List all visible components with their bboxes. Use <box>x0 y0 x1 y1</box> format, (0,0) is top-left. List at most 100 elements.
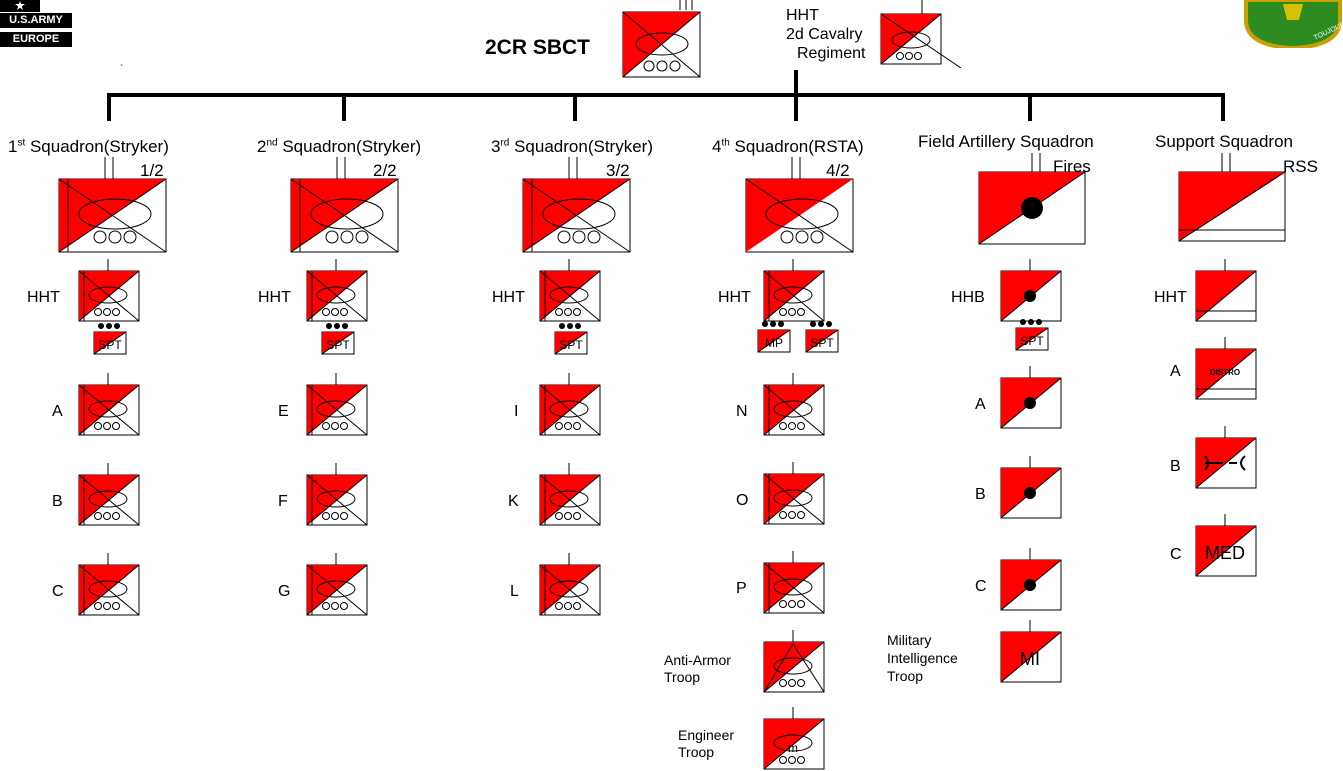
sq1-company-2-symbol <box>78 463 140 526</box>
squadron-3-designation: 3/2 <box>606 161 630 180</box>
svg-text:SPT: SPT <box>326 338 350 352</box>
squadron-3-symbol <box>522 157 631 253</box>
regiment-hq-label: HHT 2d Cavalry Regiment <box>786 7 866 62</box>
fires-designation: Fires <box>1053 157 1091 176</box>
svg-text:SPT: SPT <box>559 338 583 352</box>
svg-text:SPT: SPT <box>1020 334 1044 348</box>
engineer-troop-symbol: m <box>763 707 825 770</box>
sq2-label-g: G <box>278 583 291 600</box>
unit-crest-icon: TOUJOURS PRET <box>1244 0 1343 48</box>
sq2-company-1-symbol <box>306 373 368 436</box>
sq2-label-hht: HHT <box>258 289 291 306</box>
fires-squadron-symbol <box>978 153 1086 245</box>
logo-line-1: U.S.ARMY <box>0 13 72 28</box>
fa-label-c: C <box>975 578 987 595</box>
fa-spt-symbol: SPT <box>1015 319 1049 351</box>
sq3-label-hht: HHT <box>492 289 525 306</box>
sq4-label-o: O <box>736 492 749 509</box>
squadron-1-title: 1st Squadron(Stryker) <box>8 137 169 156</box>
brigade-hq-symbol <box>622 0 701 78</box>
svg-text:m: m <box>788 741 798 755</box>
squadron-4-designation: 4/2 <box>826 161 850 180</box>
anti-armor-troop-symbol <box>763 630 825 693</box>
logo-line-2: EUROPE <box>0 32 72 47</box>
sq1-label-c: C <box>52 583 64 600</box>
regiment-hht-symbol <box>880 0 962 68</box>
sq4-label-n: N <box>736 403 748 420</box>
sq3-spt-symbol: SPT <box>554 323 588 355</box>
sq3-hht-symbol <box>539 259 601 322</box>
rss-designation: RSS <box>1283 157 1318 176</box>
svg-text:MED: MED <box>1205 543 1245 563</box>
sq3-label-l: L <box>510 583 519 600</box>
fires-squadron-title: Field Artillery Squadron <box>918 132 1094 151</box>
rss-b-maintenance-symbol <box>1195 426 1257 489</box>
squadron-1-symbol <box>58 157 167 253</box>
sq1-company-3-symbol <box>78 553 140 616</box>
fa-battery-c-symbol <box>1000 548 1062 611</box>
org-connector-lines: ` <box>107 63 1225 121</box>
star-emblem-icon <box>0 0 40 12</box>
squadron-4-symbol <box>745 157 854 253</box>
sq4-troop-o-symbol <box>763 462 825 525</box>
svg-text:MP: MP <box>765 336 783 350</box>
rss-label-a: A <box>1170 363 1181 380</box>
sq1-label-hht: HHT <box>27 289 60 306</box>
support-squadron-title: Support Squadron <box>1155 132 1293 151</box>
sq2-company-3-symbol <box>306 553 368 616</box>
sq2-spt-symbol: SPT <box>321 323 355 355</box>
sq2-label-f: F <box>278 493 288 510</box>
sq1-label-b: B <box>52 493 63 510</box>
fa-label-b: B <box>975 486 986 503</box>
rss-hht-symbol <box>1195 259 1257 322</box>
sq4-hht-symbol <box>763 259 825 322</box>
sq2-label-e: E <box>278 403 289 420</box>
fa-hhb-symbol <box>1000 259 1062 322</box>
fa-label-a: A <box>975 396 986 413</box>
support-squadron-symbol <box>1178 153 1286 242</box>
fa-battery-a-symbol <box>1000 366 1062 429</box>
fa-label-hhb: HHB <box>951 289 985 306</box>
squadron-3-title: 3rd Squadron(Stryker) <box>491 137 653 156</box>
sq2-hht-symbol <box>306 259 368 322</box>
rss-label-hht: HHT <box>1154 289 1187 306</box>
sq4-troop-p-symbol <box>763 551 825 614</box>
sq3-label-k: K <box>508 493 519 510</box>
sq1-label-a: A <box>52 403 63 420</box>
brigade-title: 2CR SBCT <box>485 36 591 59</box>
sq1-spt-symbol: SPT <box>93 323 127 355</box>
sq3-company-1-symbol <box>539 373 601 436</box>
sq4-spt-symbol: SPT <box>805 321 839 353</box>
sq4-troop-n-symbol <box>763 373 825 436</box>
fa-battery-b-symbol <box>1000 456 1062 519</box>
sq1-hht-symbol <box>78 259 140 322</box>
sq4-label-p: P <box>736 580 747 597</box>
squadron-4-title: 4th Squadron(RSTA) <box>712 137 864 156</box>
sq4-label-hht: HHT <box>718 289 751 306</box>
squadron-2-title: 2nd Squadron(Stryker) <box>257 137 422 156</box>
svg-text:DISTRO: DISTRO <box>1210 368 1240 377</box>
rss-label-b: B <box>1170 458 1181 475</box>
rss-a-distro-symbol: DISTRO <box>1195 337 1257 400</box>
sq3-company-3-symbol <box>539 553 601 616</box>
svg-text:SPT: SPT <box>98 338 122 352</box>
rss-c-medical-symbol: MED <box>1195 514 1257 577</box>
rss-label-c: C <box>1170 546 1182 563</box>
sq3-label-i: I <box>514 403 519 420</box>
sq4-mp-symbol: MP <box>757 321 791 353</box>
squadron-2-symbol <box>290 157 399 253</box>
sq2-company-2-symbol <box>306 463 368 526</box>
squadron-1-designation: 1/2 <box>140 161 164 180</box>
sq3-company-2-symbol <box>539 463 601 526</box>
svg-text:SPT: SPT <box>810 336 834 350</box>
sq1-company-1-symbol <box>78 373 140 436</box>
us-army-europe-logo: U.S.ARMY EUROPE <box>0 0 78 48</box>
mi-troop-symbol: MI <box>1000 620 1062 683</box>
svg-text:`: ` <box>120 63 123 75</box>
svg-text:MI: MI <box>1020 649 1040 669</box>
squadron-2-designation: 2/2 <box>373 161 397 180</box>
